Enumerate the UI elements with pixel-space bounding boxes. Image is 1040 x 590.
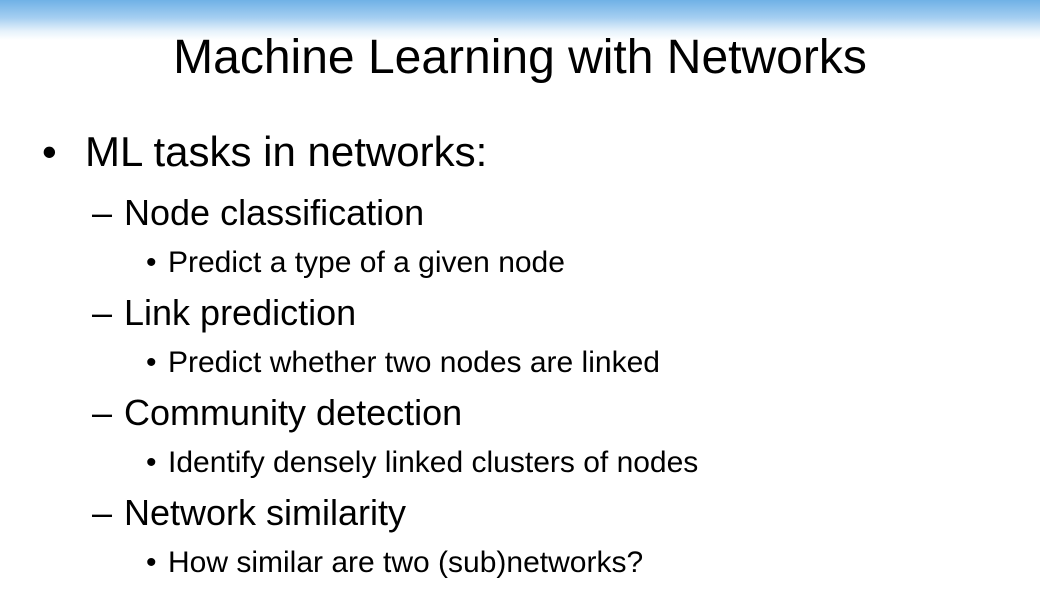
subbullet-predict-node-type-label: Predict a type of a given node [168, 246, 565, 279]
dash-bullet-icon: – [92, 492, 113, 533]
bullet-node-classification: – Node classification [92, 192, 424, 233]
subbullet-identify-clusters: • Identify densely linked clusters of no… [146, 446, 698, 481]
bullet-dot-icon: • [42, 128, 57, 175]
bullet-ml-tasks: • ML tasks in networks: [42, 128, 487, 176]
bullet-ml-tasks-label: ML tasks in networks: [85, 128, 488, 175]
bullet-community-detection-label: Community detection [124, 392, 463, 433]
subbullet-predict-node-type: • Predict a type of a given node [146, 246, 565, 281]
bullet-dot-icon: • [146, 546, 157, 579]
bullet-dot-icon: • [146, 246, 157, 279]
subbullet-predict-linked: • Predict whether two nodes are linked [146, 346, 660, 381]
subbullet-identify-clusters-label: Identify densely linked clusters of node… [168, 446, 699, 479]
bullet-link-prediction-label: Link prediction [124, 292, 357, 333]
subbullet-how-similar: • How similar are two (sub)networks? [146, 546, 643, 581]
bullet-link-prediction: – Link prediction [92, 292, 356, 333]
bullet-network-similarity-label: Network similarity [124, 492, 407, 533]
slide-title: Machine Learning with Networks [173, 31, 867, 84]
header-gradient-bar [0, 0, 1040, 40]
bullet-dot-icon: • [146, 446, 157, 479]
subbullet-how-similar-label: How similar are two (sub)networks? [168, 546, 644, 579]
bullet-dot-icon: • [146, 346, 157, 379]
bullet-node-classification-label: Node classification [124, 192, 425, 233]
bullet-community-detection: – Community detection [92, 392, 462, 433]
dash-bullet-icon: – [92, 292, 113, 333]
dash-bullet-icon: – [92, 192, 113, 233]
dash-bullet-icon: – [92, 392, 113, 433]
bullet-network-similarity: – Network similarity [92, 492, 406, 533]
subbullet-predict-linked-label: Predict whether two nodes are linked [168, 346, 660, 379]
